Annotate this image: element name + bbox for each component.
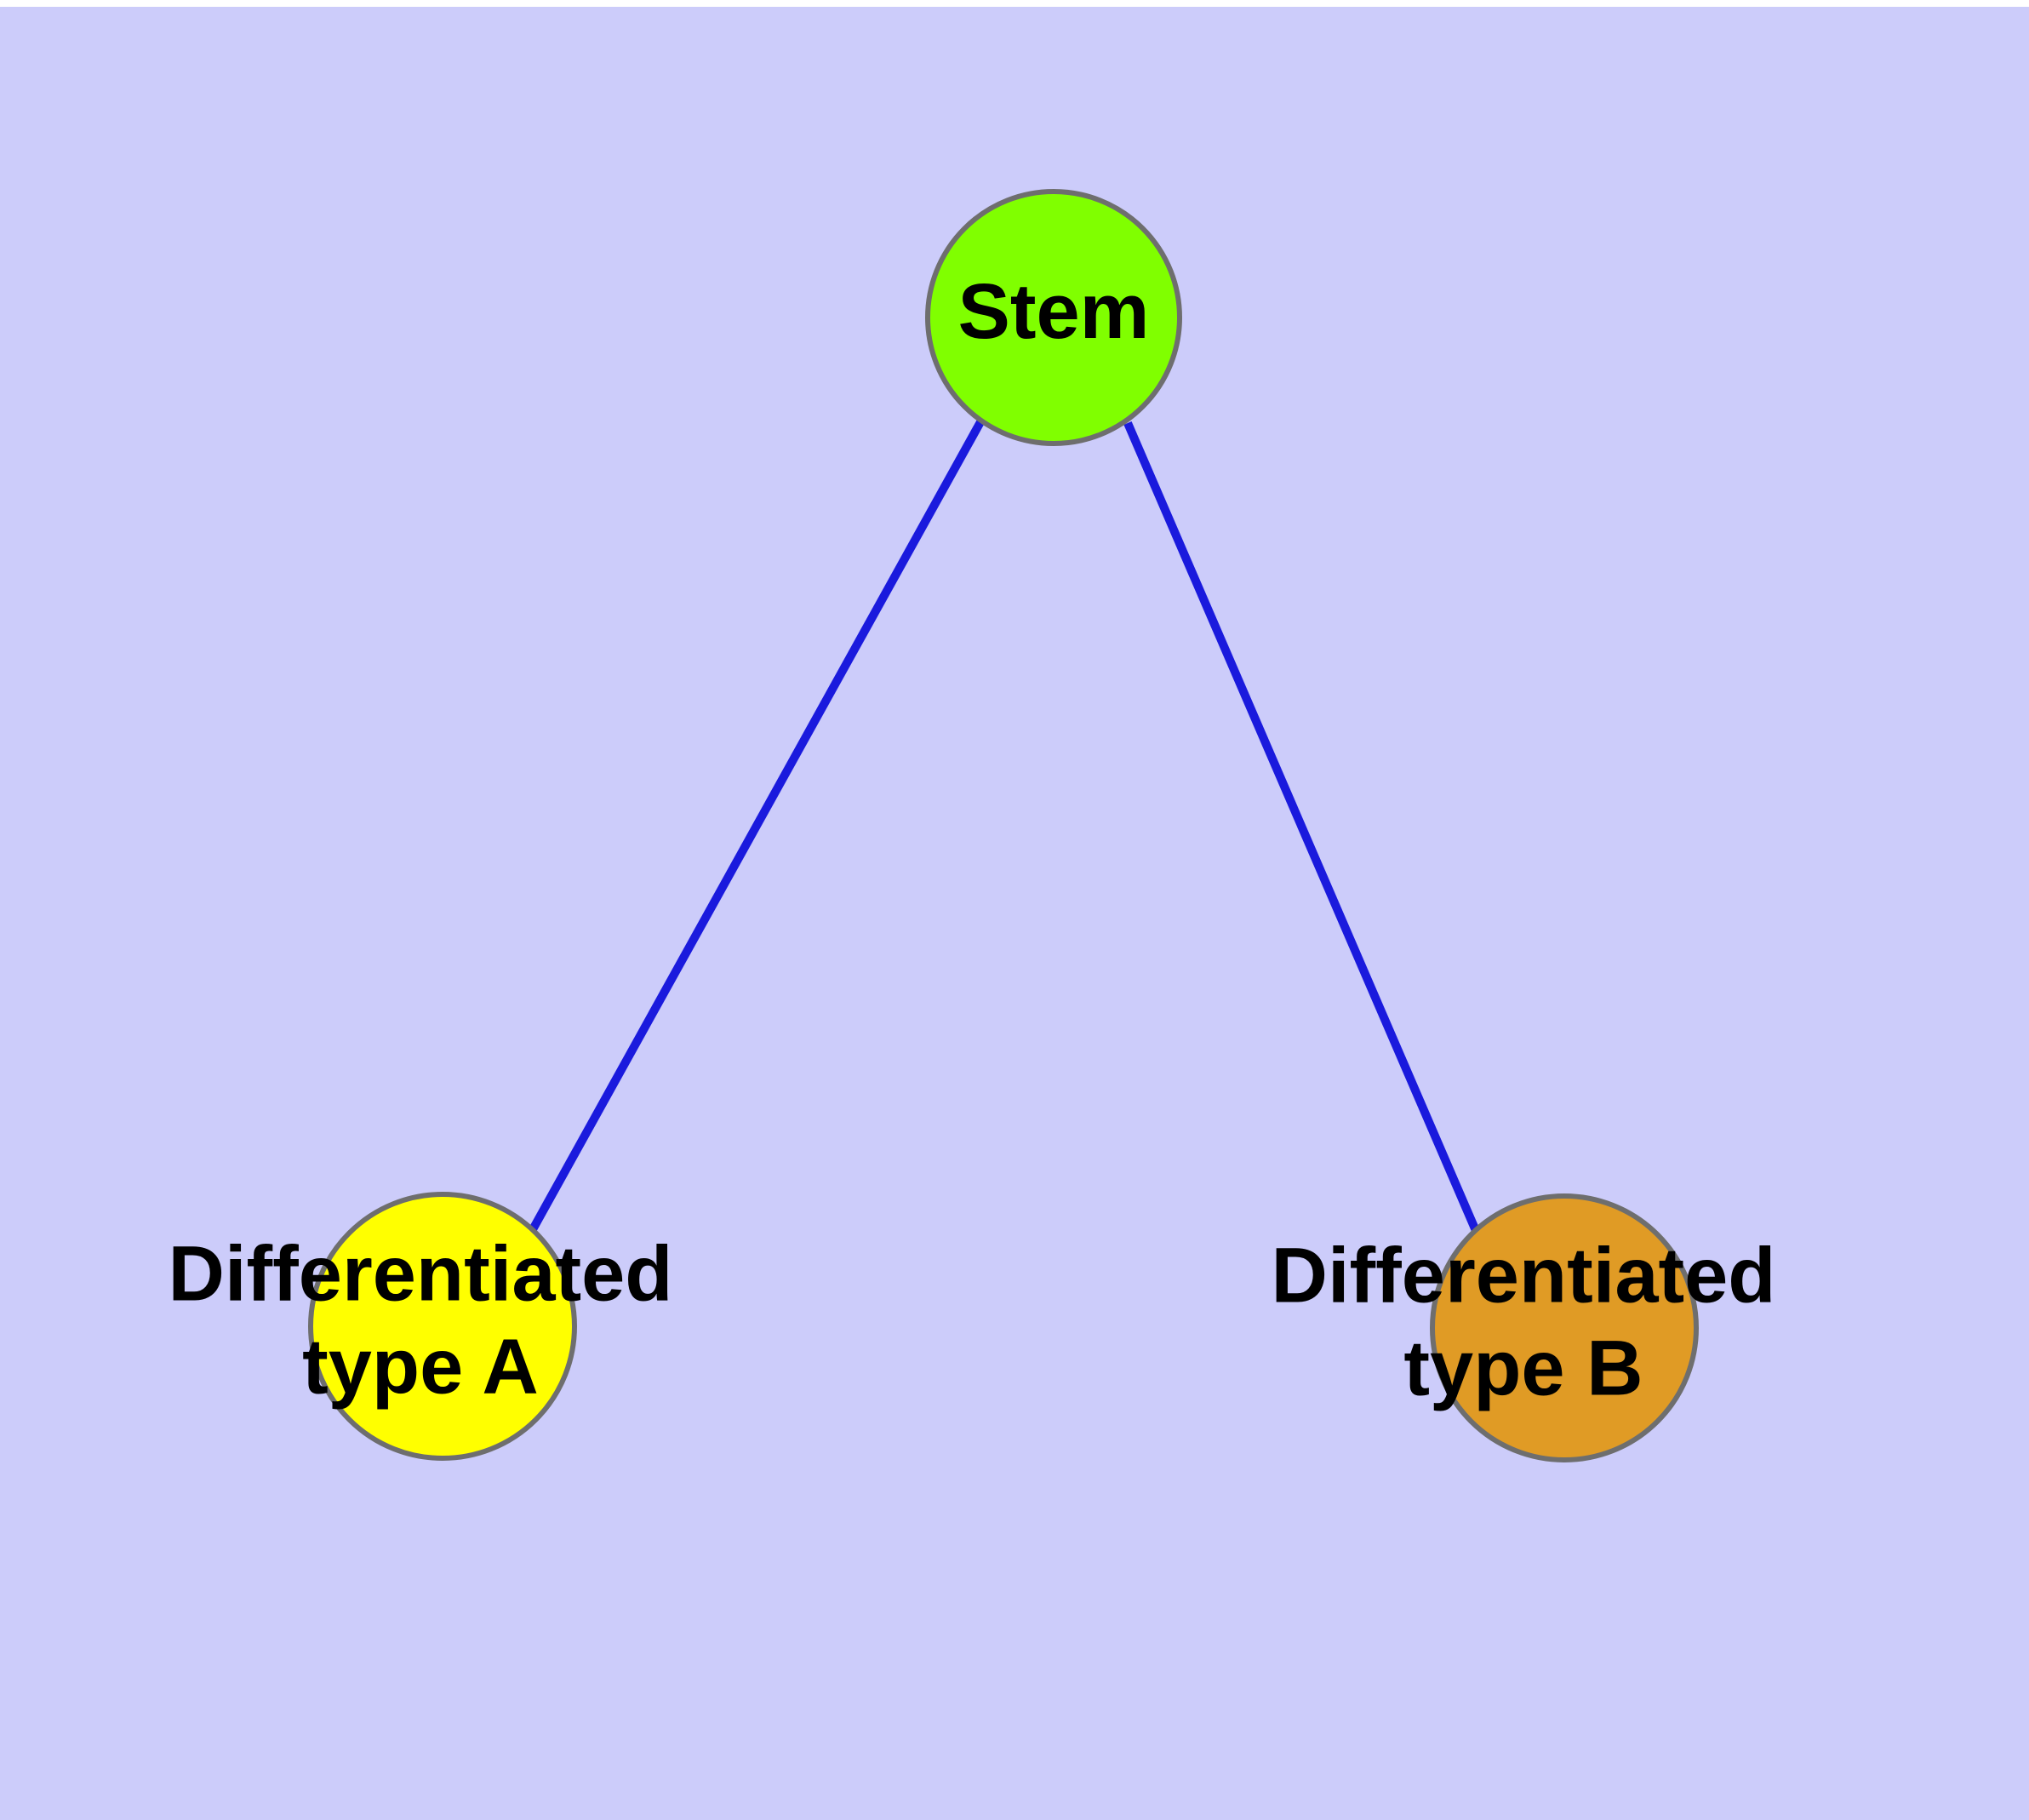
- edges-group: [528, 418, 1481, 1234]
- node-circle-stem[interactable]: [925, 189, 1182, 446]
- node-stem[interactable]: Stem: [925, 189, 1182, 446]
- node-circle-diff_b[interactable]: [1430, 1193, 1699, 1462]
- node-label-stem: Stem: [958, 268, 1150, 355]
- edge-stem-diff-b[interactable]: [1123, 421, 1481, 1234]
- edge-stem-diff-a[interactable]: [528, 418, 986, 1233]
- node-circle-diff_a[interactable]: [308, 1192, 577, 1461]
